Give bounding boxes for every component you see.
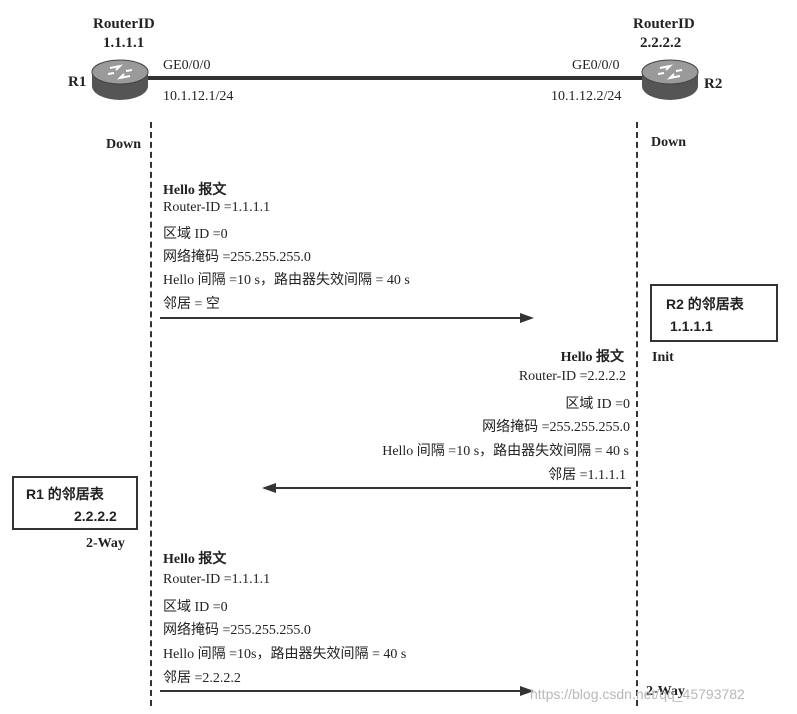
r1-routerid-label: RouterID [93, 16, 155, 32]
r1-neighbor-table: R1 的邻居表 2.2.2.2 [12, 476, 138, 530]
msg3-router-id: Router-ID =1.1.1.1 [163, 572, 271, 587]
msg2-arrow [275, 487, 631, 489]
msg1-router-id: Router-ID =1.1.1.1 [163, 200, 271, 215]
r2-neighbor-table-title: R2 的邻居表 [666, 296, 744, 312]
msg2-title: Hello 报文 [560, 350, 624, 365]
r1-router-id: 1.1.1.1 [103, 35, 145, 51]
msg1-arrow [160, 317, 522, 319]
r1-interface: GE0/0/0 [163, 58, 211, 73]
r1-lifeline [150, 122, 152, 706]
r2-state-init: Init [652, 350, 674, 365]
r1-state-2way: 2-Way [86, 536, 125, 551]
r2-neighbor-table: R2 的邻居表 1.1.1.1 [650, 284, 778, 342]
msg1-area: 区域 ID =0 [163, 227, 228, 242]
r2-state-down: Down [651, 135, 687, 150]
msg3-title: Hello 报文 [163, 552, 227, 567]
msg2-neighbor: 邻居 =1.1.1.1 [548, 468, 626, 483]
r1-name: R1 [68, 74, 87, 90]
msg2-mask: 网络掩码 =255.255.255.0 [482, 420, 630, 435]
msg2-arrowhead [262, 483, 276, 493]
r2-name: R2 [704, 76, 723, 92]
msg2-area: 区域 ID =0 [565, 397, 630, 412]
msg1-neighbor: 邻居 = 空 [163, 297, 220, 312]
r2-interface: GE0/0/0 [572, 58, 620, 73]
r1-ip: 10.1.12.1/24 [163, 89, 234, 104]
r2-neighbor-table-entry: 1.1.1.1 [670, 318, 713, 334]
r1-router-icon [91, 59, 149, 100]
msg3-area: 区域 ID =0 [163, 600, 228, 615]
r1-neighbor-table-entry: 2.2.2.2 [74, 508, 117, 524]
r2-router-icon [641, 59, 699, 100]
msg3-arrowhead [520, 686, 534, 696]
r1-neighbor-table-title: R1 的邻居表 [26, 486, 104, 502]
msg1-mask: 网络掩码 =255.255.255.0 [163, 250, 311, 265]
r2-router-id: 2.2.2.2 [640, 35, 682, 51]
msg1-arrowhead [520, 313, 534, 323]
msg1-title: Hello 报文 [163, 183, 227, 198]
r2-routerid-label: RouterID [633, 16, 695, 32]
msg3-timers: Hello 间隔 =10s，路由器失效间隔 = 40 s [163, 647, 407, 662]
msg2-timers: Hello 间隔 =10 s，路由器失效间隔 = 40 s [382, 444, 629, 459]
r1-state-down: Down [106, 137, 142, 152]
msg1-timers: Hello 间隔 =10 s，路由器失效间隔 = 40 s [163, 273, 410, 288]
watermark-text: https://blog.csdn.net/qq_45793782 [530, 686, 745, 702]
msg3-mask: 网络掩码 =255.255.255.0 [163, 623, 311, 638]
msg2-router-id: Router-ID =2.2.2.2 [518, 369, 626, 384]
r2-ip: 10.1.12.2/24 [551, 89, 622, 104]
r2-lifeline [636, 122, 638, 706]
msg3-neighbor: 邻居 =2.2.2.2 [163, 671, 241, 686]
msg3-arrow [160, 690, 522, 692]
link-line [145, 76, 645, 80]
r2-state-2way: 2-Way [646, 684, 685, 699]
